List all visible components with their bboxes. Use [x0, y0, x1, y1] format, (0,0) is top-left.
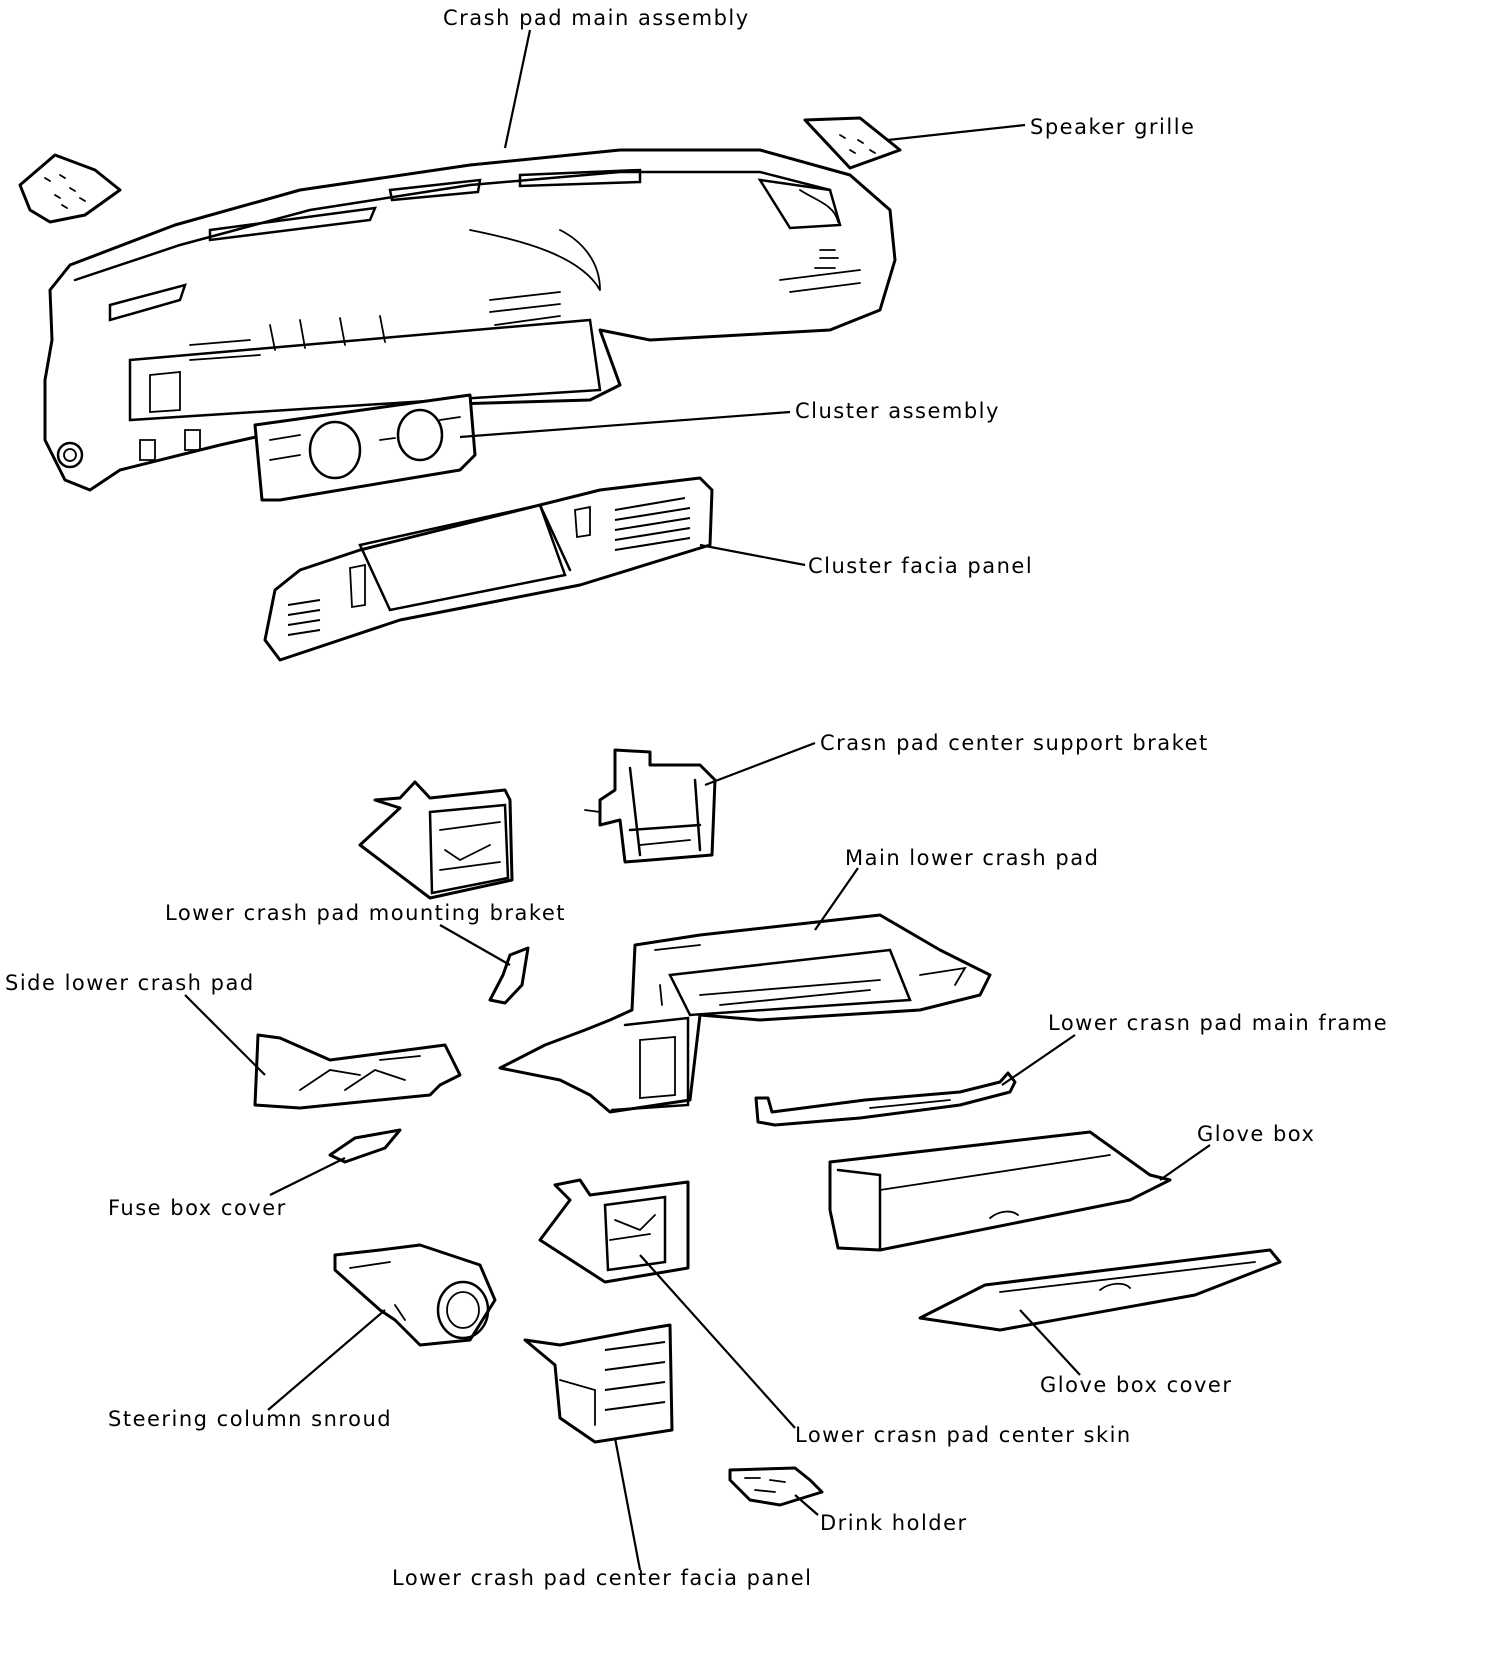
label-cluster-facia-panel: Cluster facia panel [808, 554, 1033, 578]
lower-crash-pad-center-facia-panel-drawing [523, 1323, 674, 1444]
label-glove-box-cover: Glove box cover [1040, 1373, 1233, 1397]
cluster-assembly-drawing [253, 393, 477, 502]
label-fuse-box-cover: Fuse box cover [108, 1196, 287, 1220]
label-main-lower-crash-pad: Main lower crash pad [845, 846, 1099, 870]
left-speaker-grille-drawing [18, 153, 122, 224]
lower-crash-pad-mounting-braket-box-drawing [358, 780, 514, 900]
crash-pad-main-assembly-drawing [43, 148, 897, 492]
label-steering-column-shroud: Steering column snroud [108, 1407, 392, 1431]
label-side-lower-crash-pad: Side lower crash pad [5, 971, 255, 995]
label-crash-pad-main-assembly: Crash pad main assembly [443, 6, 750, 30]
main-lower-crash-pad-drawing [498, 913, 992, 1114]
steering-column-shroud-drawing [333, 1243, 497, 1347]
fuse-box-cover-drawing [328, 1128, 402, 1164]
label-speaker-grille: Speaker grille [1030, 115, 1195, 139]
label-crash-pad-center-support-braket: Crasn pad center support braket [820, 731, 1209, 755]
leader-lines [184, 29, 1211, 1571]
label-glove-box: Glove box [1197, 1122, 1315, 1146]
cluster-facia-panel-drawing [263, 476, 714, 662]
small-mounting-braket-drawing [488, 946, 530, 1005]
side-lower-crash-pad-drawing [253, 1033, 462, 1110]
label-lower-crash-pad-center-facia-panel: Lower crash pad center facia panel [392, 1566, 812, 1590]
crash-pad-center-support-braket-drawing [584, 748, 717, 864]
label-lower-crash-pad-main-frame: Lower crasn pad main frame [1048, 1011, 1388, 1035]
glove-box-cover-drawing [918, 1248, 1282, 1332]
label-drink-holder: Drink holder [820, 1511, 968, 1535]
right-speaker-grille-drawing [803, 116, 902, 170]
label-lower-crash-pad-center-skin: Lower crasn pad center skin [795, 1423, 1132, 1447]
glove-box-drawing [828, 1130, 1172, 1252]
label-cluster-assembly: Cluster assembly [795, 399, 1000, 423]
lower-crash-pad-main-frame-drawing [754, 1071, 1017, 1127]
lower-crash-pad-center-skin-drawing [538, 1178, 690, 1284]
label-lower-crash-pad-mounting-braket: Lower crash pad mounting braket [165, 901, 566, 925]
drink-holder-drawing [728, 1466, 824, 1507]
